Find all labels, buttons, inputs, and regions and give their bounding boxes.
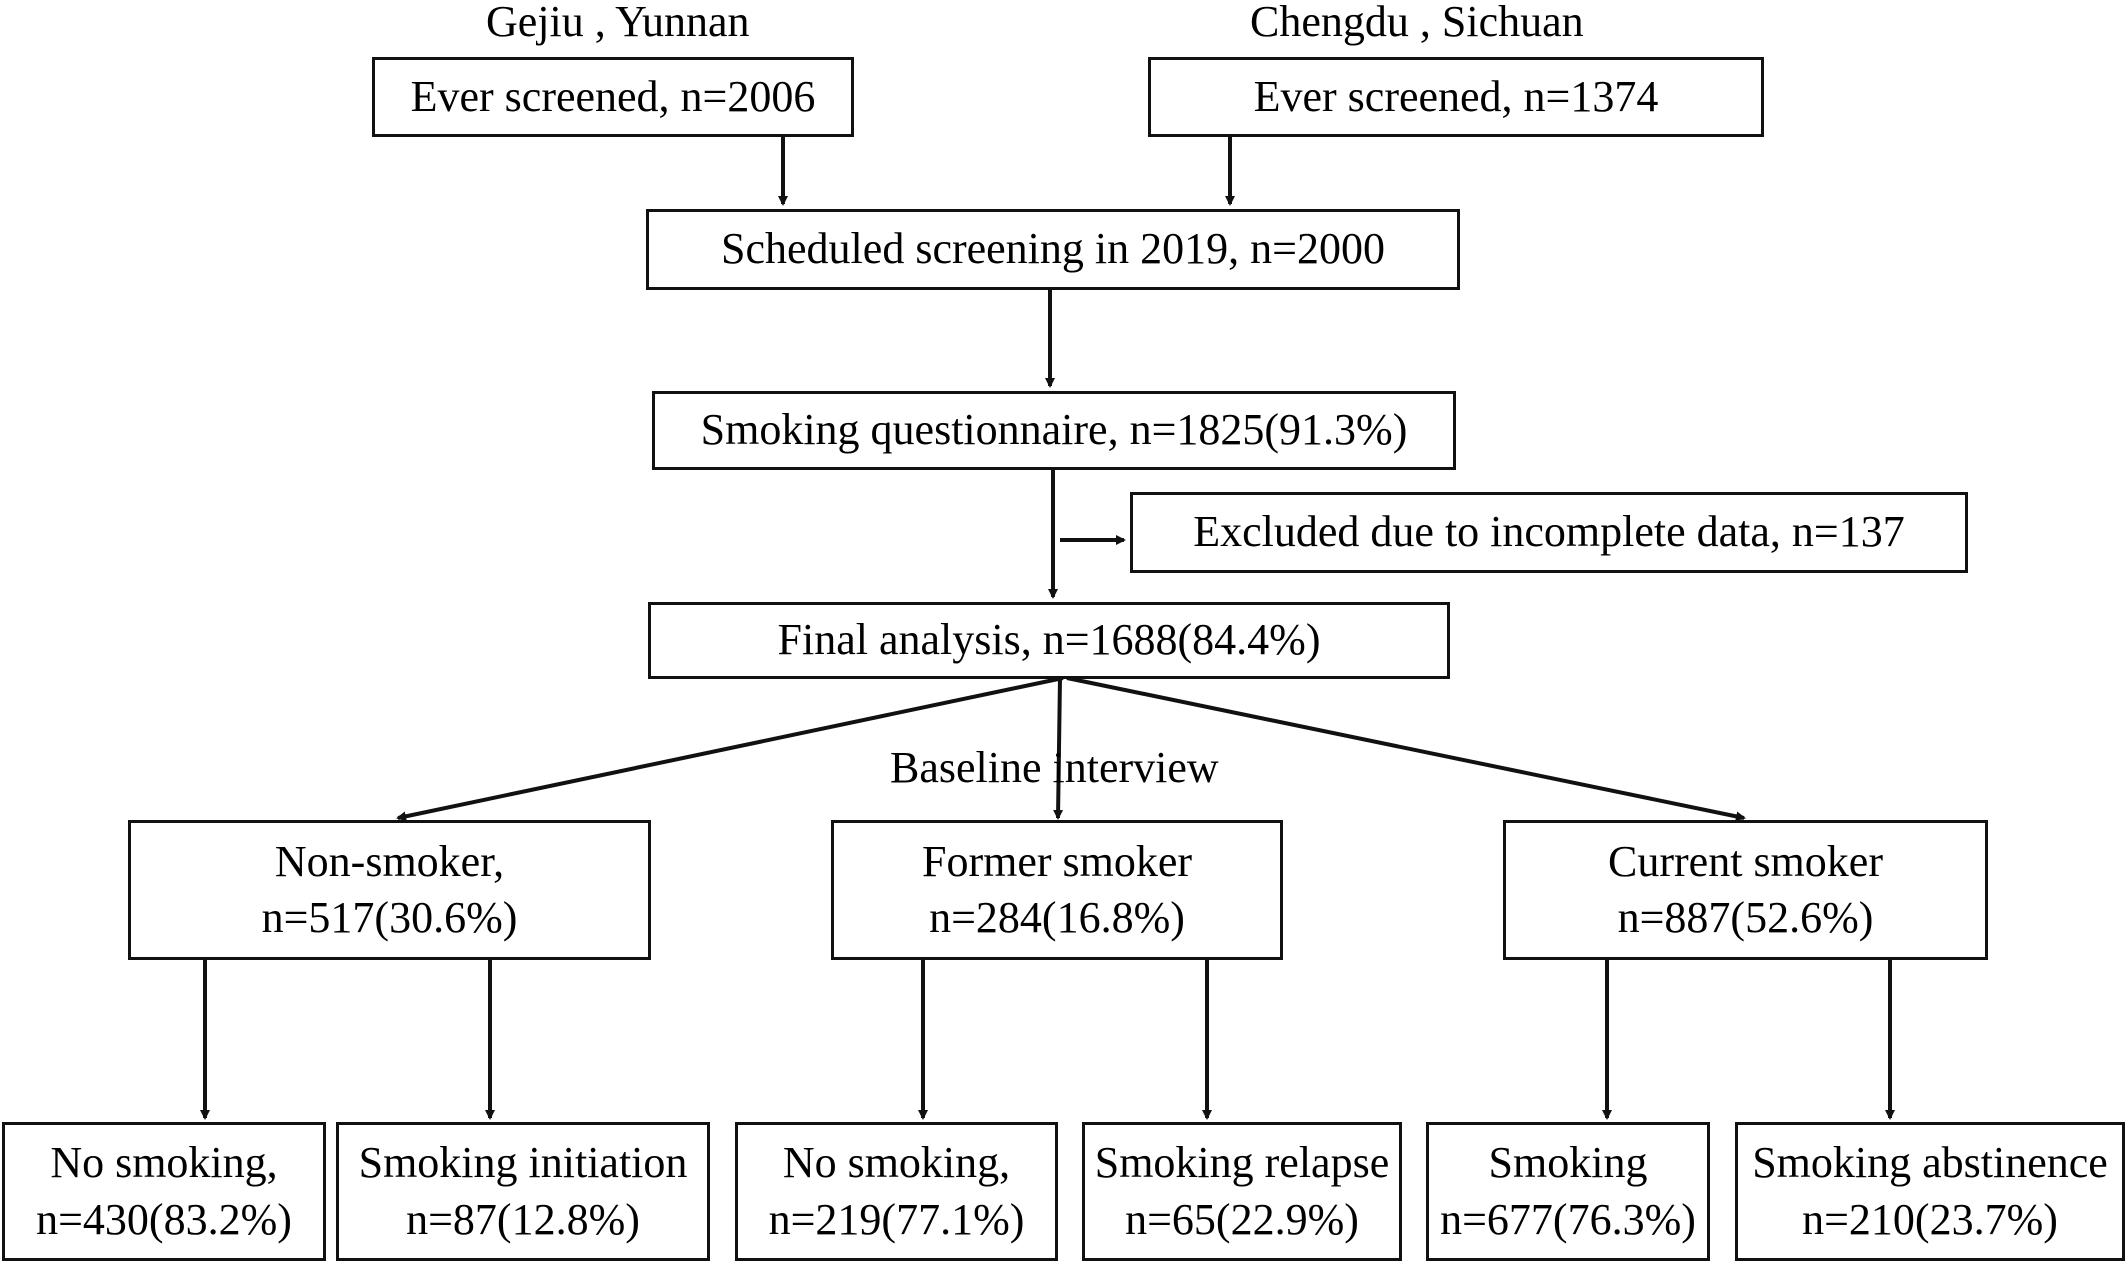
- arrow-final-to-non-smoker: [396, 676, 1064, 822]
- ever-screened-gejiu-box: Ever screened, n=2006: [372, 57, 854, 137]
- scheduled-screening-text: Scheduled screening in 2019, n=2000: [721, 224, 1385, 274]
- former-smoker-box: Former smoker n=284(16.8%): [831, 820, 1283, 960]
- non-smoker-line1: Non-smoker,: [274, 836, 505, 886]
- smoking-initiation-line2: n=87(12.8%): [406, 1194, 640, 1244]
- smoking-initiation-line1: Smoking initiation: [358, 1138, 688, 1188]
- ever-screened-chengdu-box: Ever screened, n=1374: [1148, 57, 1764, 137]
- smoking-line1: Smoking: [1488, 1138, 1648, 1188]
- smoking-box: Smoking n=677(76.3%): [1426, 1122, 1710, 1261]
- non-smoker-line2: n=517(30.6%): [261, 893, 518, 942]
- no-smoking-nonsmoker-line1: No smoking,: [50, 1138, 278, 1188]
- excluded-box: Excluded due to incomplete data, n=137: [1130, 492, 1968, 573]
- excluded-text: Excluded due to incomplete data, n=137: [1193, 507, 1905, 557]
- baseline-interview-label: Baseline interview: [890, 743, 1219, 792]
- former-smoker-line2: n=284(16.8%): [929, 893, 1185, 942]
- no-smoking-former-line2: n=219(77.1%): [768, 1194, 1025, 1244]
- smoking-questionnaire-box: Smoking questionnaire, n=1825(91.3%): [652, 391, 1456, 470]
- smoking-initiation-box: Smoking initiation n=87(12.8%): [336, 1122, 710, 1261]
- no-smoking-former-line1: No smoking,: [782, 1138, 1011, 1188]
- scheduled-screening-box: Scheduled screening in 2019, n=2000: [646, 209, 1460, 290]
- no-smoking-former-box: No smoking, n=219(77.1%): [735, 1122, 1058, 1261]
- current-smoker-line2: n=887(52.6%): [1617, 893, 1874, 942]
- final-analysis-box: Final analysis, n=1688(84.4%): [648, 602, 1450, 679]
- current-smoker-box: Current smoker n=887(52.6%): [1503, 820, 1988, 960]
- smoking-questionnaire-text: Smoking questionnaire, n=1825(91.3%): [700, 405, 1408, 455]
- smoking-abstinence-line2: n=210(23.7%): [1802, 1194, 2058, 1244]
- arrow-final-to-former-smoker: [1053, 677, 1064, 820]
- former-smoker-line1: Former smoker: [921, 836, 1193, 886]
- non-smoker-box: Non-smoker, n=517(30.6%): [128, 820, 651, 960]
- site-label-chengdu: Chengdu , Sichuan: [1250, 0, 1584, 46]
- no-smoking-nonsmoker-line2: n=430(83.2%): [36, 1194, 292, 1244]
- arrow-final-to-current-smoker: [1066, 676, 1746, 822]
- smoking-relapse-box: Smoking relapse n=65(22.9%): [1082, 1122, 1402, 1261]
- site-label-gejiu: Gejiu , Yunnan: [486, 0, 750, 46]
- smoking-abstinence-line1: Smoking abstinence: [1752, 1138, 2108, 1188]
- ever-screened-gejiu-text: Ever screened, n=2006: [410, 71, 816, 121]
- no-smoking-nonsmoker-box: No smoking, n=430(83.2%): [2, 1122, 326, 1261]
- current-smoker-line1: Current smoker: [1608, 836, 1883, 886]
- final-analysis-text: Final analysis, n=1688(84.4%): [777, 615, 1321, 665]
- smoking-relapse-line2: n=65(22.9%): [1125, 1194, 1359, 1244]
- smoking-abstinence-box: Smoking abstinence n=210(23.7%): [1735, 1122, 2125, 1261]
- ever-screened-chengdu-text: Ever screened, n=1374: [1253, 71, 1659, 121]
- smoking-line2: n=677(76.3%): [1440, 1194, 1696, 1244]
- smoking-relapse-line1: Smoking relapse: [1094, 1138, 1390, 1188]
